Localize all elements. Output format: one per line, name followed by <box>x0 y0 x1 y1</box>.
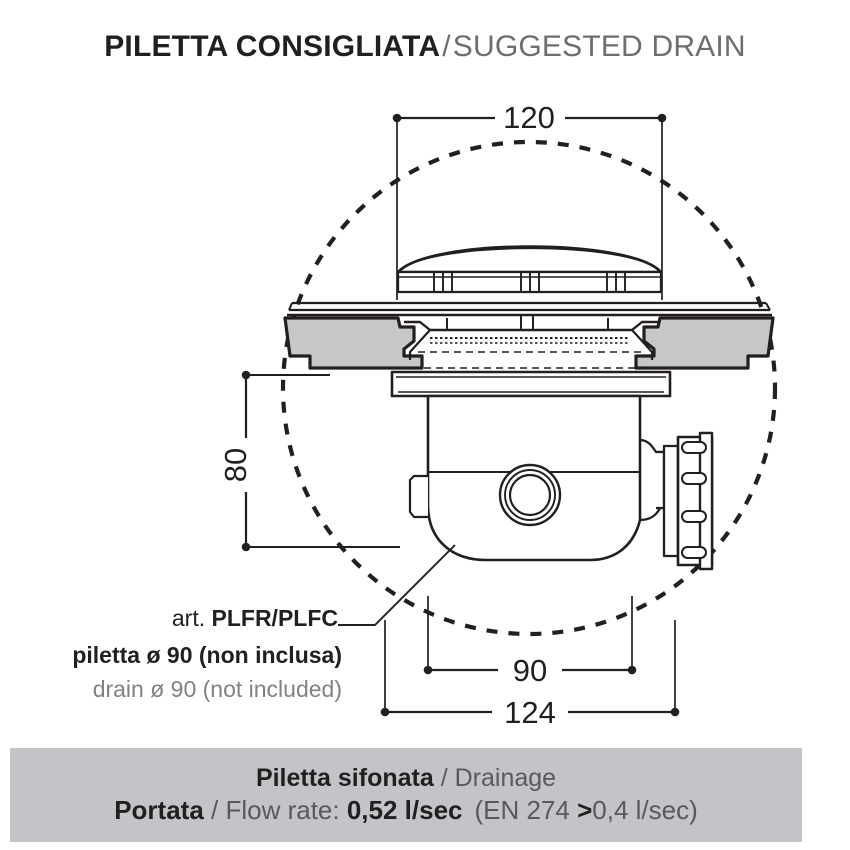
footer-drainage-english: Drainage <box>454 763 557 792</box>
dimension-80 <box>241 370 400 552</box>
annotation-article-prefix: art. <box>171 605 212 631</box>
shower-tray-section-right <box>634 316 775 370</box>
dimension-120-label: 120 <box>503 100 555 135</box>
outlet-connector-ribbed <box>656 431 714 571</box>
dimension-90 <box>423 596 637 675</box>
footer-flowrate-english: Flow rate: <box>225 795 347 826</box>
page-title-english: SUGGESTED DRAIN <box>452 30 746 63</box>
footer-line-flowrate: Portata / Flow rate: 0,52 l/sec (EN 274 >… <box>114 795 698 826</box>
annotation-italian-line: piletta ø 90 (non inclusa) <box>72 642 342 668</box>
footer-drainage-separator: / <box>433 763 455 792</box>
footer-flowrate-separator: / <box>203 795 226 826</box>
dimension-120 <box>392 113 667 300</box>
shower-tray-section-left <box>283 316 424 370</box>
drain-flange-collar <box>390 370 672 398</box>
footer-flowrate-italian: Portata <box>114 795 204 826</box>
dimension-124-label: 124 <box>504 695 556 730</box>
tray-top-plate <box>287 301 772 317</box>
dimension-80-label: 80 <box>218 448 253 482</box>
footer-drainage-italian: Piletta sifonata <box>255 763 434 792</box>
footer-greater-than-symbol: > <box>577 795 593 826</box>
strainer-plate <box>404 316 658 369</box>
footer-standard-open: (EN 274 <box>474 795 578 826</box>
footer-standard-rest: 0,4 l/sec) <box>592 795 698 826</box>
drain-cap-dome <box>396 245 663 294</box>
page-title: PILETTA CONSIGLIATA/SUGGESTED DRAIN <box>0 30 850 64</box>
annotation-article-line: art. PLFR/PLFC <box>172 607 338 630</box>
siphon-inspection-boss <box>498 463 562 527</box>
page-title-italian: PILETTA CONSIGLIATA <box>104 30 441 63</box>
specification-footer: Piletta sifonata / Drainage Portata / Fl… <box>10 748 802 842</box>
annotation-leader-line <box>338 544 456 626</box>
annotation-article-code: PLFR/PLFC <box>211 605 339 631</box>
dimension-90-label: 90 <box>513 653 547 688</box>
siphon-body <box>408 394 666 562</box>
footer-flowrate-value: 0,52 l/sec <box>346 795 463 826</box>
footer-line-drainage: Piletta sifonata / Drainage <box>256 764 556 794</box>
annotation-english-line: drain ø 90 (not included) <box>92 676 342 702</box>
dashed-boundary-circle <box>280 139 778 637</box>
page-title-separator: / <box>442 30 451 63</box>
dimension-124 <box>380 620 680 717</box>
